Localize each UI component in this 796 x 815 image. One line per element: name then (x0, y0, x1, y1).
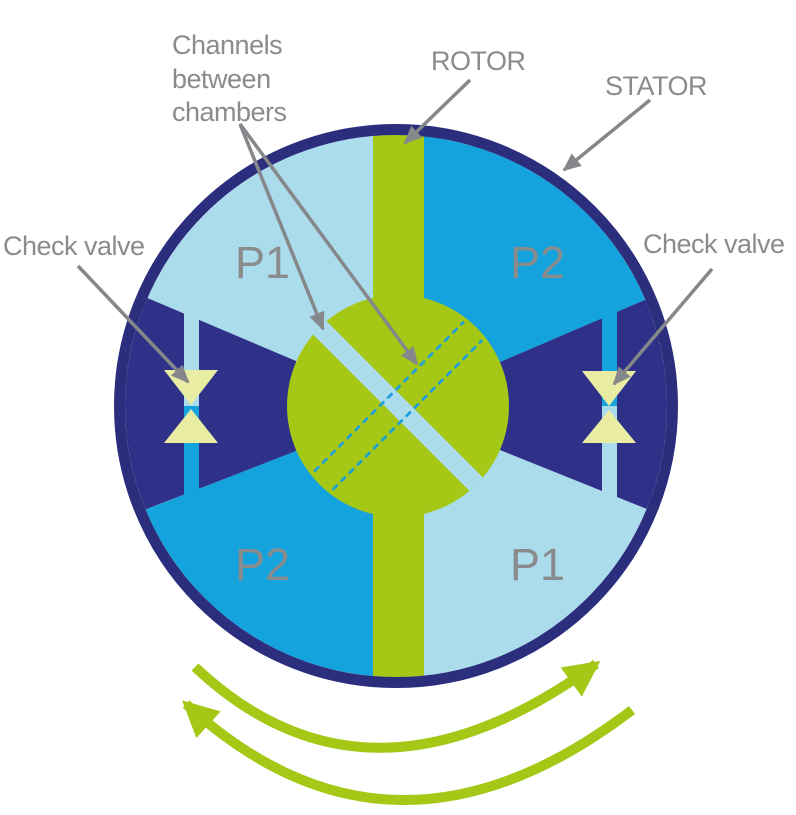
stator-leader-line (562, 98, 652, 172)
chamber-label-p2-bottom-left: P2 (235, 539, 290, 590)
check-valve-left-lower-triangle (164, 409, 218, 443)
check-valve-right-leader-line (612, 267, 714, 386)
chamber-label-p1-bottom-right: P1 (510, 539, 565, 590)
stator-label: STATOR (605, 71, 707, 101)
rotor-channel-dashed-1 (303, 311, 475, 483)
channels-leader-line-1 (238, 123, 325, 331)
rotor-leader-line (403, 78, 472, 145)
stator-ring (114, 124, 678, 688)
rotor-channel-hidden (303, 311, 494, 502)
channels-label-line1: Channels (172, 30, 282, 60)
rotor-label: ROTOR (431, 46, 526, 76)
rotation-arrow-clockwise (191, 659, 601, 753)
channels-leader-line-2 (238, 122, 419, 366)
channels-label-line3: chambers (172, 97, 287, 127)
rotation-arrow-counterclockwise (182, 700, 636, 805)
check-valve-left-label: Check valve (3, 231, 145, 261)
check-valve-left-leader-line (76, 264, 190, 384)
stator-wedge-right (500, 278, 667, 528)
chamber-label-p1-top-left: P1 (235, 237, 290, 288)
channels-label-line2: between (172, 64, 271, 94)
chamber-p2-bottom-left (125, 406, 398, 677)
rotor-channel-dashed-2 (321, 329, 494, 502)
chamber-p2-top-right (398, 135, 667, 406)
check-valve-right-lower-triangle (582, 410, 636, 443)
rotor-channel-solid (299, 307, 499, 507)
check-valve-right-label: Check valve (643, 229, 785, 259)
chamber-label-p2-top-right: P2 (510, 237, 565, 288)
